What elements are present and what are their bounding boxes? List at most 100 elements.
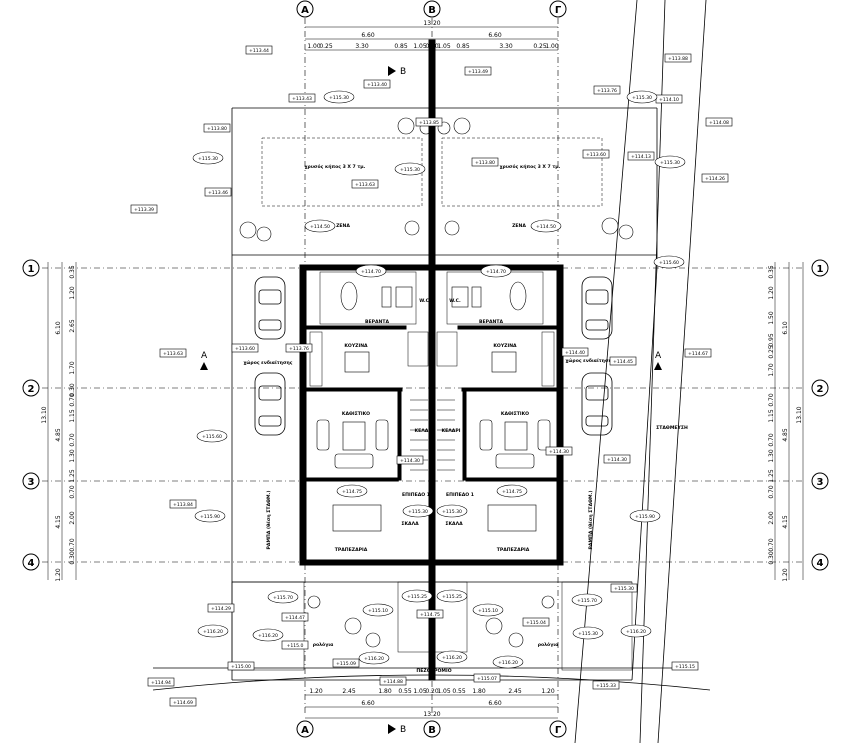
svg-text:+115.70: +115.70 — [577, 598, 597, 604]
bottom-dim-seg: 1.20 — [309, 688, 323, 695]
elevation-box: +113.63 — [351, 179, 379, 189]
elevation-box: +114.94 — [147, 677, 175, 687]
elevation-box: +114.30 — [603, 454, 631, 464]
car-icon — [581, 372, 613, 436]
svg-text:+115.30: +115.30 — [329, 95, 349, 101]
elevation-box: +113.49 — [464, 66, 492, 76]
elevation-oval: +116.20 — [252, 628, 284, 642]
svg-text:+114.47: +114.47 — [285, 615, 305, 621]
left-dimension-texts: 13.10 6.10 4.85 4.15 1.20 0.35 1.20 2.65… — [41, 265, 76, 582]
svg-text:+116.20: +116.20 — [258, 633, 278, 639]
section-b-label-top: B — [400, 67, 406, 77]
elevation-oval: +115.30 — [626, 90, 658, 104]
garden-label: ΖΕΝΑ — [336, 223, 350, 229]
left-dim-detail: 0.35 — [69, 265, 76, 279]
right-dim-detail: 1.50 — [768, 311, 775, 325]
svg-text:+115.04: +115.04 — [526, 620, 546, 626]
elevation-box: +115.07 — [473, 673, 501, 683]
right-dim-detail: 1.30 — [768, 449, 775, 463]
axis-label-a-top: Α — [301, 5, 309, 16]
svg-text:+114.75: +114.75 — [502, 489, 522, 495]
elevation-box: +114.40 — [561, 347, 589, 357]
elevation-box: +114.88 — [379, 676, 407, 686]
elevation-box: +113.84 — [169, 499, 197, 509]
svg-text:+115.60: +115.60 — [202, 434, 222, 440]
svg-text:+113.84: +113.84 — [173, 502, 193, 508]
top-dim-seg: 1.05 — [413, 43, 427, 50]
left-dim-detail: 2.65 — [69, 319, 76, 333]
elevation-box: +113.85 — [415, 117, 443, 127]
svg-text:+115.25: +115.25 — [442, 594, 462, 600]
axis-label-2-left: 2 — [28, 384, 35, 395]
section-a-label-left: A — [201, 351, 208, 361]
bottom-dim-seg: 1.05 — [437, 688, 451, 695]
tree-icon — [365, 632, 381, 648]
top-dim-seg: 1.00 — [307, 43, 321, 50]
table-icon — [344, 351, 370, 373]
tree-icon — [618, 224, 634, 240]
axis-label-1-right: 1 — [817, 264, 824, 275]
svg-text:+115.30: +115.30 — [614, 586, 634, 592]
svg-text:+114.50: +114.50 — [310, 224, 330, 230]
stair-label: ΣΚΑΛΑ — [445, 521, 463, 527]
section-arrow-icon — [654, 362, 662, 370]
section-arrow-icon — [200, 362, 208, 370]
left-dim-detail: 1.20 — [69, 286, 76, 300]
sofa-icon — [479, 419, 493, 451]
left-dim-detail: 1.15 — [69, 409, 76, 423]
bottom-dim-total: 13.20 — [423, 711, 440, 718]
left-dim-detail: 0.70 — [69, 485, 76, 499]
svg-text:+114.50: +114.50 — [536, 224, 556, 230]
elevation-box: +114.29 — [207, 603, 235, 613]
furniture — [316, 281, 551, 532]
top-dim-seg: 0.85 — [456, 43, 470, 50]
car-icon — [581, 276, 613, 340]
right-dim-detail: 0.95 — [768, 333, 775, 347]
wc-label: W.C. — [419, 298, 431, 304]
tree-icon — [444, 220, 460, 236]
dining-table-icon — [487, 504, 537, 532]
dining-table-icon — [332, 504, 382, 532]
svg-text:+113.63: +113.63 — [355, 182, 375, 188]
left-dim-sub: 6.10 — [55, 321, 62, 335]
svg-text:+114.26: +114.26 — [705, 176, 725, 182]
garden-label: ΖΕΝΑ — [512, 223, 526, 229]
elevation-oval: +115.30 — [654, 155, 686, 169]
svg-text:+113.44: +113.44 — [249, 48, 269, 54]
axis-labels: Α Β Γ Α Β Γ 1 2 3 4 1 2 3 4 — [28, 5, 824, 736]
svg-text:+116.20: +116.20 — [442, 655, 462, 661]
elevation-box: +113.39 — [130, 204, 158, 214]
axis-label-3-right: 3 — [817, 477, 824, 488]
svg-text:+114.08: +114.08 — [709, 120, 729, 126]
svg-text:+114.69: +114.69 — [173, 700, 193, 706]
section-arrow-icon — [388, 724, 396, 734]
left-dim-detail: 0.70 — [69, 538, 76, 552]
elevation-box: +113.88 — [664, 53, 692, 63]
left-dim-detail: 0.70 — [69, 393, 76, 407]
svg-text:+114.88: +114.88 — [383, 679, 403, 685]
svg-text:+115.30: +115.30 — [198, 156, 218, 162]
svg-text:+116.20: +116.20 — [203, 629, 223, 635]
elevation-box: +115.0 — [281, 640, 309, 650]
kitchen-note: χώρος ενδιαίτησης — [565, 357, 614, 364]
svg-text:+113.49: +113.49 — [468, 69, 488, 75]
elevation-box: +114.08 — [705, 117, 733, 127]
bottom-dim-seg: 0.55 — [452, 688, 466, 695]
right-dim-detail: 1.70 — [768, 363, 775, 377]
tree-icon — [404, 220, 420, 236]
elevation-box: +114.67 — [684, 348, 712, 358]
svg-text:+116.20: +116.20 — [364, 656, 384, 662]
svg-text:+115.90: +115.90 — [200, 514, 220, 520]
trees — [239, 117, 634, 648]
left-dim-detail: 0.30 — [69, 383, 76, 397]
tree-icon — [397, 117, 415, 135]
axis-bubbles — [22, 0, 829, 738]
bottom-dim-seg: 2.45 — [342, 688, 356, 695]
left-dim-detail: 1.70 — [69, 361, 76, 375]
section-arrow-icon — [388, 66, 396, 76]
right-dim-detail: 1.15 — [768, 409, 775, 423]
living-label: ΚΑΘΙΣΤΙΚΟ — [342, 411, 370, 417]
bottom-dim-seg: 0.20 — [425, 688, 439, 695]
svg-text:+114.30: +114.30 — [549, 449, 569, 455]
